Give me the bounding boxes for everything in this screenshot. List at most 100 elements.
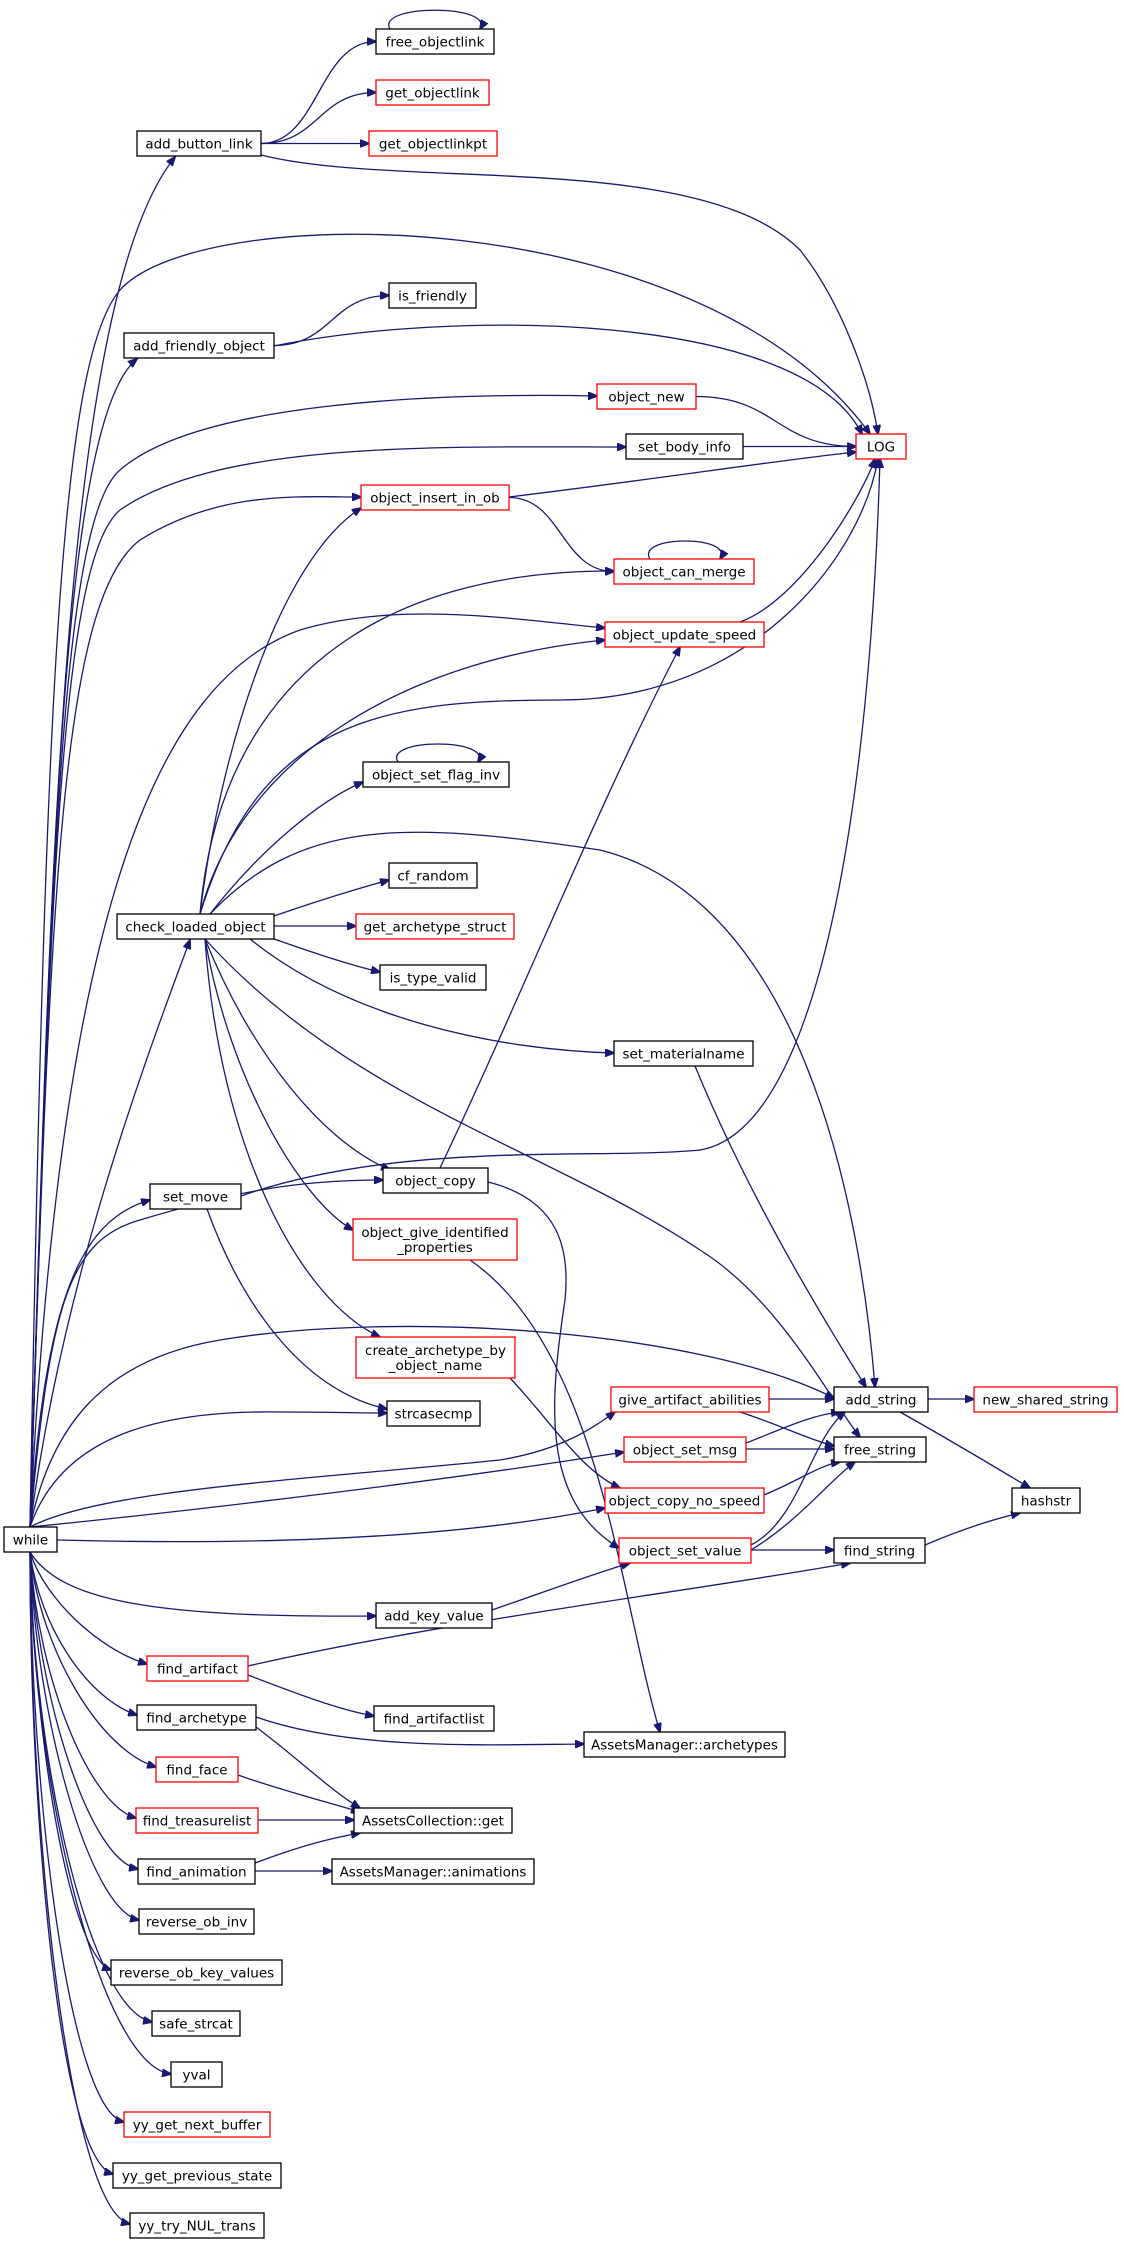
node-assets_archetypes[interactable]: AssetsManager::archetypes [583, 1731, 786, 1758]
node-find_artifactlist[interactable]: find_artifactlist [373, 1705, 495, 1732]
node-object_can_merge[interactable]: object_can_merge [613, 558, 755, 585]
node-find_face[interactable]: find_face [155, 1756, 239, 1783]
edge-object_set_value-to-add_string [750, 1412, 845, 1546]
node-reverse_ob_key_values[interactable]: reverse_ob_key_values [110, 1959, 283, 1986]
node-yy_get_next_buffer[interactable]: yy_get_next_buffer [123, 2111, 271, 2138]
node-label: find_treasurelist [143, 1814, 251, 1830]
node-object_update_speed[interactable]: object_update_speed [604, 621, 765, 648]
node-label: set_materialname [622, 1047, 744, 1063]
node-create_archetype_by_object_name[interactable]: create_archetype_by_object_name [355, 1336, 516, 1379]
node-label: while [13, 1533, 48, 1549]
node-add_friendly_object[interactable]: add_friendly_object [123, 332, 275, 359]
node-label: hashstr [1021, 1494, 1072, 1510]
node-label: object_copy [395, 1174, 476, 1190]
node-find_archetype[interactable]: find_archetype [136, 1704, 257, 1731]
node-object_set_msg[interactable]: object_set_msg [623, 1436, 747, 1463]
edge-add_button_link-to-free_objectlink [260, 42, 376, 145]
node-box [1011, 1487, 1081, 1514]
edge-object_copy_no_speed-to-free_string [763, 1462, 840, 1496]
node-is_type_valid[interactable]: is_type_valid [379, 964, 487, 991]
node-label: create_archetype_by [365, 1343, 506, 1359]
edge-object_give_identified_properties-to-assets_archetypes [469, 1259, 660, 1732]
node-object_set_value[interactable]: object_set_value [618, 1537, 752, 1564]
node-is_friendly[interactable]: is_friendly [388, 282, 477, 309]
node-yval[interactable]: yval [170, 2061, 223, 2088]
node-assets_animations[interactable]: AssetsManager::animations [331, 1858, 535, 1885]
edge-while-to-LOG [29, 233, 870, 1528]
node-label: object_new [608, 390, 684, 406]
node-give_artifact_abilities[interactable]: give_artifact_abilities [610, 1386, 770, 1413]
node-label: object_set_msg [633, 1443, 738, 1459]
edge-object_can_merge-to-object_can_merge [647, 540, 721, 559]
node-free_objectlink[interactable]: free_objectlink [375, 28, 495, 55]
edge-while-to-find_treasurelist [29, 1551, 136, 1818]
node-box [110, 1959, 283, 1986]
node-find_string[interactable]: find_string [833, 1537, 926, 1564]
node-label: safe_strcat [159, 2017, 233, 2033]
edge-while-to-add_friendly_object [29, 359, 137, 1528]
node-get_archetype_struct[interactable]: get_archetype_struct [355, 913, 515, 940]
node-box [135, 1807, 259, 1834]
node-get_objectlinkpt[interactable]: get_objectlinkpt [368, 130, 498, 157]
node-box [129, 2212, 265, 2239]
node-label: object_can_merge [623, 565, 746, 581]
node-add_key_value[interactable]: add_key_value [375, 1602, 493, 1629]
node-label: object_update_speed [613, 628, 756, 644]
edge-object_set_value-to-free_string [750, 1462, 855, 1551]
node-find_animation[interactable]: find_animation [137, 1858, 256, 1885]
node-set_move[interactable]: set_move [149, 1183, 242, 1210]
node-yy_get_previous_state[interactable]: yy_get_previous_state [112, 2162, 282, 2189]
node-object_copy[interactable]: object_copy [382, 1167, 489, 1194]
node-label: find_animation [146, 1865, 246, 1881]
node-label: reverse_ob_inv [146, 1915, 247, 1931]
edge-set_move-to-LOG [240, 459, 880, 1197]
node-hashstr[interactable]: hashstr [1011, 1487, 1081, 1514]
node-object_new[interactable]: object_new [596, 383, 697, 410]
node-add_string[interactable]: add_string [833, 1386, 929, 1413]
node-free_string[interactable]: free_string [833, 1436, 927, 1463]
node-box [123, 2111, 271, 2138]
node-check_loaded_object[interactable]: check_loaded_object [116, 913, 275, 940]
node-set_materialname[interactable]: set_materialname [613, 1040, 754, 1067]
node-add_button_link[interactable]: add_button_link [136, 130, 262, 157]
node-label: is_friendly [398, 289, 467, 305]
node-new_shared_string[interactable]: new_shared_string [973, 1386, 1118, 1413]
edge-add_key_value-to-object_set_value [491, 1563, 630, 1611]
node-object_insert_in_ob[interactable]: object_insert_in_ob [360, 484, 510, 511]
node-find_treasurelist[interactable]: find_treasurelist [135, 1807, 259, 1834]
node-while[interactable]: while [3, 1526, 58, 1553]
edge-find_archetype-to-assets_archetypes [255, 1716, 584, 1745]
edge-check_loaded_object-to-create_archetype_by_object_name [204, 938, 380, 1337]
node-box [146, 1655, 249, 1682]
edge-add_friendly_object-to-LOG [273, 324, 862, 434]
node-LOG[interactable]: LOG [855, 433, 907, 460]
node-strcasecmp[interactable]: strcasecmp [386, 1400, 481, 1427]
node-object_set_flag_inv[interactable]: object_set_flag_inv [362, 761, 510, 788]
edge-while-to-find_artifact [29, 1551, 147, 1664]
node-box [362, 761, 510, 788]
edge-while-to-add_string [29, 1325, 834, 1528]
node-label: AssetsManager::archetypes [591, 1738, 778, 1754]
edge-free_objectlink-to-free_objectlink [388, 9, 482, 29]
node-cf_random[interactable]: cf_random [388, 862, 478, 889]
node-object_give_identified_properties[interactable]: object_give_identified_properties [352, 1218, 518, 1261]
edge-give_artifact_abilities-to-free_string [739, 1411, 834, 1446]
node-find_artifact[interactable]: find_artifact [146, 1655, 249, 1682]
node-box [355, 913, 515, 940]
node-label: give_artifact_abilities [618, 1393, 761, 1409]
edge-check_loaded_object-to-set_materialname [249, 938, 614, 1053]
node-reverse_ob_inv[interactable]: reverse_ob_inv [138, 1908, 255, 1935]
node-set_body_info[interactable]: set_body_info [625, 433, 744, 460]
node-box [331, 1858, 535, 1885]
node-label: find_face [166, 1763, 227, 1779]
node-assets_collection_get[interactable]: AssetsCollection::get [353, 1807, 513, 1834]
node-object_copy_no_speed[interactable]: object_copy_no_speed [604, 1487, 765, 1514]
node-box [855, 433, 907, 460]
node-safe_strcat[interactable]: safe_strcat [151, 2010, 241, 2037]
edge-while-to-object_copy_no_speed [56, 1508, 605, 1543]
node-get_objectlink[interactable]: get_objectlink [375, 79, 490, 106]
node-box [136, 130, 262, 157]
node-label: find_artifactlist [384, 1712, 485, 1728]
node-yy_try_NUL_trans[interactable]: yy_try_NUL_trans [129, 2212, 265, 2239]
